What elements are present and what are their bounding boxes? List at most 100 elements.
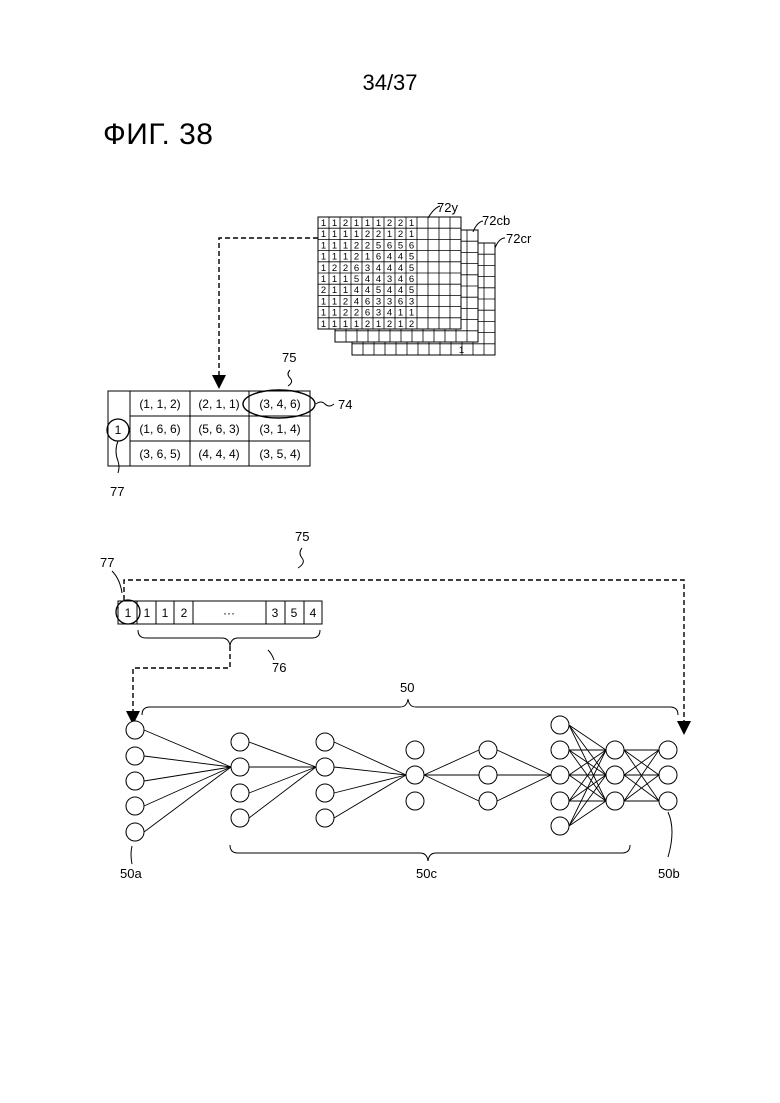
matrix-cell: 1 (354, 229, 359, 240)
matrix-cell: 4 (376, 274, 381, 285)
matrix-cell: 2 (321, 285, 326, 296)
brace-50 (142, 699, 678, 715)
brace-50c (230, 845, 630, 861)
matrix-cell: 2 (354, 252, 359, 263)
leader-50a (131, 846, 132, 864)
matrix-cell: 3 (376, 296, 381, 307)
hidden-node (316, 784, 334, 802)
matrix-cell: 4 (365, 285, 370, 296)
network-nodes (126, 716, 677, 841)
hidden-node (551, 766, 569, 784)
network-edge (334, 742, 406, 775)
matrix-cell: 1 (409, 218, 414, 229)
hidden-node (231, 809, 249, 827)
hidden-node (406, 766, 424, 784)
matrix-cell: 1 (332, 252, 337, 263)
hidden-node (316, 758, 334, 776)
vector-cell: 1 (162, 606, 169, 620)
network-edge (249, 767, 316, 793)
table-cell: (3, 6, 5) (139, 447, 180, 461)
output-node (659, 766, 677, 784)
matrix-cell: 6 (387, 240, 392, 251)
leader-74 (316, 402, 334, 406)
matrix-cell: 6 (365, 296, 370, 307)
hidden-node (231, 758, 249, 776)
network-edge (334, 775, 406, 793)
table-cell: (4, 4, 4) (198, 447, 239, 461)
matrix-cell: 1 (354, 218, 359, 229)
matrix-cell: 1 (365, 218, 370, 229)
matrix-cell: 5 (409, 285, 414, 296)
matrix-cell: 1 (321, 240, 326, 251)
matrix-cell: 5 (409, 263, 414, 274)
hidden-node (406, 792, 424, 810)
hidden-node (231, 733, 249, 751)
matrix-cell: 1 (332, 285, 337, 296)
label-75-bottom: 75 (295, 529, 309, 544)
table-cell: (2, 1, 1) (198, 397, 239, 411)
hidden-node (551, 817, 569, 835)
matrix-cell: 1 (459, 345, 464, 356)
matrix-cell: 2 (354, 240, 359, 251)
label-77-bottom: 77 (100, 555, 114, 570)
brace-76 (138, 630, 320, 646)
label-77-top: 77 (110, 484, 124, 499)
matrix-cell: 1 (332, 274, 337, 285)
matrix-cell: 1 (332, 296, 337, 307)
matrix-cell: 1 (321, 229, 326, 240)
hidden-node (606, 766, 624, 784)
network-edge (569, 750, 606, 826)
matrix-cell: 6 (365, 308, 370, 319)
label-76: 76 (272, 660, 286, 675)
hidden-node (316, 733, 334, 751)
network-edges (144, 725, 659, 832)
matrix-cell: 4 (387, 285, 392, 296)
label-50c: 50c (416, 866, 437, 881)
input-node (126, 772, 144, 790)
table-class-value: 1 (115, 423, 122, 437)
network-edge (497, 775, 551, 801)
matrix-cell: 2 (387, 319, 392, 330)
matrix-cell: 3 (409, 296, 414, 307)
matrix-cell: 4 (398, 252, 403, 263)
output-node (659, 741, 677, 759)
network-edge (249, 742, 316, 767)
matrix-cell: 1 (387, 229, 392, 240)
hidden-node (551, 741, 569, 759)
table-cell: (1, 6, 6) (139, 422, 180, 436)
vector-cell: 4 (310, 606, 317, 620)
leader-76 (268, 650, 274, 660)
matrix-cell: 1 (321, 308, 326, 319)
matrix-cell: 6 (376, 252, 381, 263)
matrix-cell: 3 (376, 308, 381, 319)
leader-77-top (116, 441, 119, 473)
label-72cr: 72cr (506, 231, 532, 246)
matrix-y: 1121112211111221211112256561112164451226… (318, 217, 461, 330)
matrix-cell: 2 (376, 229, 381, 240)
matrix-cell: 1 (332, 229, 337, 240)
network-edge (144, 767, 231, 806)
matrix-cell: 6 (354, 263, 359, 274)
matrix-cell: 1 (343, 240, 348, 251)
matrix-cell: 1 (343, 229, 348, 240)
matrix-cell: 1 (365, 252, 370, 263)
matrix-cell: 1 (321, 218, 326, 229)
table-cell: (3, 1, 4) (259, 422, 300, 436)
matrix-cell: 5 (398, 240, 403, 251)
matrix-stack: 116433411 112111221111122121111225656111… (318, 217, 495, 356)
matrix-cell: 1 (376, 218, 381, 229)
label-72y: 72y (437, 200, 458, 215)
leader-77-bottom (112, 571, 122, 593)
matrix-cell: 1 (321, 296, 326, 307)
matrix-to-table-arrow (219, 238, 318, 382)
table-cell: (1, 1, 2) (139, 397, 180, 411)
matrix-cell: 6 (409, 240, 414, 251)
network-edge (334, 775, 406, 818)
matrix-cell: 4 (387, 263, 392, 274)
leader-75-top (288, 370, 292, 386)
matrix-cell: 4 (365, 274, 370, 285)
matrix-cell: 2 (343, 218, 348, 229)
network-edge (569, 725, 606, 750)
label-72cb: 72cb (482, 213, 510, 228)
matrix-cell: 1 (332, 319, 337, 330)
